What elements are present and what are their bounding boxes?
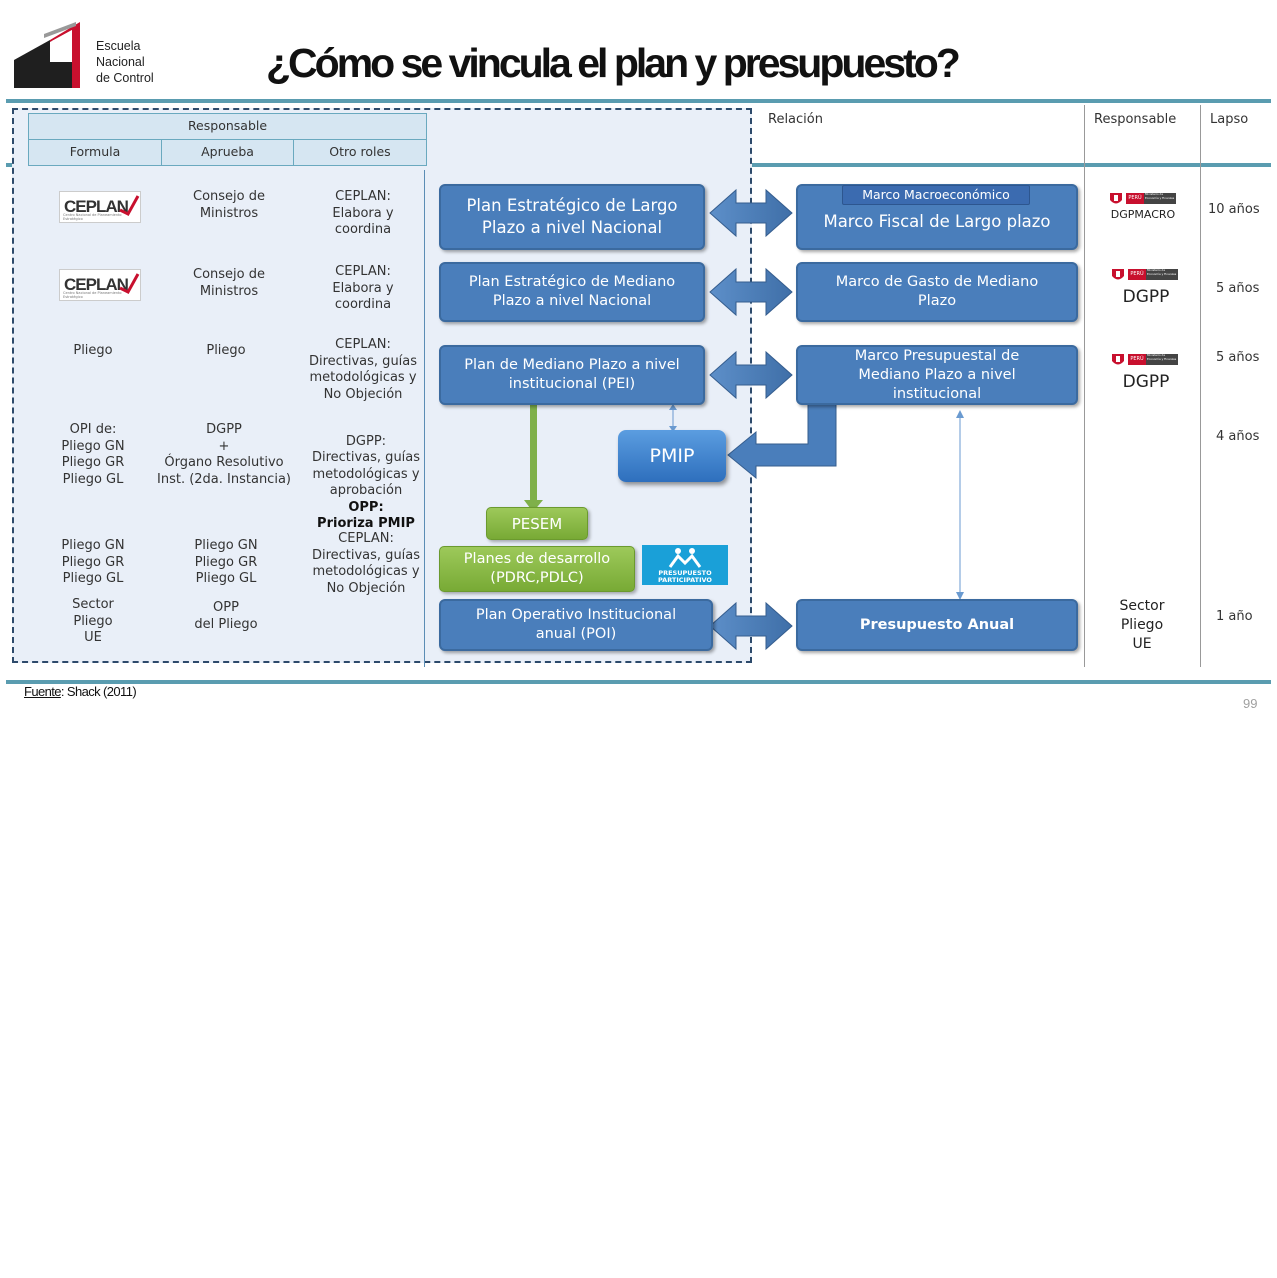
row3-aprueba: Pliego <box>206 343 246 358</box>
row2-aprueba: Consejo de Ministros <box>193 267 265 299</box>
presupuesto-participativo-logo: PRESUPUESTO PARTICIPATIVO <box>642 545 728 585</box>
row3-otros: CEPLAN: Directivas, guías metodológicas … <box>308 337 418 402</box>
row5-formula: Pliego GN Pliego GR Pliego GL <box>61 538 125 586</box>
poi-box: Plan Operativo Institucional anual (POI) <box>439 599 713 651</box>
plan-mediano-plazo-box: Plan Estratégico de Mediano Plazo a nive… <box>439 262 705 322</box>
responsable-dgpmacro: DGPMACRO <box>1110 208 1176 221</box>
mef-logo: PERÚ Ministerio de Economía y Finanzas <box>1110 352 1178 370</box>
lapso-value: 1 año <box>1216 609 1253 624</box>
peru-shield-icon <box>1112 354 1124 365</box>
column-separator <box>424 170 425 667</box>
green-arrow-shaft <box>530 384 537 502</box>
column-separator <box>1200 105 1201 667</box>
row5-aprueba: Pliego GN Pliego GR Pliego GL <box>194 538 258 586</box>
mef-logo: PERÚ Ministerio de Economía y Finanzas <box>1110 267 1178 285</box>
row5-otros: CEPLAN: Directivas, guías metodológicas … <box>311 531 421 596</box>
escuela-logo-icon <box>14 22 80 88</box>
pmip-box: PMIP <box>618 430 726 482</box>
row4-formula: OPI de: Pliego GN Pliego GR Pliego GL <box>61 422 125 487</box>
people-icon <box>668 548 702 568</box>
lapso-value: 5 años <box>1216 281 1260 296</box>
planes-desarrollo-box: Planes de desarrollo (PDRC,PDLC) <box>439 546 635 592</box>
row4-aprueba: DGPP + Órgano Resolutivo Inst. (2da. Ins… <box>157 422 291 487</box>
source-note: Fuente: Shack (2011) <box>24 684 137 699</box>
escuela-logo-text: Escuela Nacional de Control <box>96 39 154 85</box>
elbow-arrow-icon <box>727 403 837 480</box>
plan-largo-plazo-box: Plan Estratégico de Largo Plazo a nivel … <box>439 184 705 250</box>
row6-formula: Sector Pliego UE <box>72 597 114 645</box>
source-label: Fuente <box>24 684 61 699</box>
marco-gasto-box: Marco de Gasto de Mediano Plazo <box>796 262 1078 322</box>
column-separator <box>1084 105 1085 667</box>
bottom-divider <box>6 680 1271 684</box>
pesem-box: PESEM <box>486 507 588 540</box>
responsable-dgpp: DGPP <box>1122 287 1170 307</box>
header-responsable-right: Responsable <box>1094 112 1177 127</box>
header-formula: Formula <box>28 139 162 166</box>
lapso-value: 5 años <box>1216 350 1260 365</box>
connector-layer <box>524 188 964 651</box>
row3-formula: Pliego <box>73 343 113 358</box>
lapso-value: 10 años <box>1208 202 1260 217</box>
responsable-dgpp: DGPP <box>1122 372 1170 392</box>
lapso-value: 4 años <box>1216 429 1260 444</box>
header-otro-roles: Otro roles <box>293 139 427 166</box>
ceplan-logo: CEPLAN Centro Nacional de Planeamiento E… <box>59 269 141 301</box>
top-divider <box>6 99 1271 103</box>
plan-pei-box: Plan de Mediano Plazo a nivel institucio… <box>439 345 705 405</box>
responsable-sector: Sector Pliego UE <box>1119 598 1165 652</box>
header-lapso: Lapso <box>1210 112 1249 127</box>
green-arrow-head <box>524 500 543 512</box>
source-text: : Shack (2011) <box>60 684 137 699</box>
page-title: ¿Cómo se vincula el plan y presupuesto? <box>266 40 961 86</box>
marco-macroeconomico-label: Marco Macroeconómico <box>842 185 1030 205</box>
row6-aprueba: OPP del Pliego <box>194 600 258 632</box>
row1-otros: CEPLAN: Elabora y coordina <box>332 189 394 237</box>
ceplan-logo: CEPLAN Centro Nacional de Planeamiento E… <box>59 191 141 223</box>
page-number: 99 <box>1243 696 1258 711</box>
double-arrow-icon <box>709 188 793 651</box>
peru-shield-icon <box>1112 269 1124 280</box>
peru-shield-icon <box>1110 193 1122 204</box>
header-relacion: Relación <box>768 112 823 127</box>
presupuesto-anual-box: Presupuesto Anual <box>796 599 1078 651</box>
header-aprueba: Aprueba <box>161 139 294 166</box>
marco-presupuestal-box: Marco Presupuestal de Mediano Plazo a ni… <box>796 345 1078 405</box>
mef-logo: PERÚ Ministerio de Economía y Finanzas <box>1108 191 1176 209</box>
row4-otros: DGPP: Directivas, guías metodológicas y … <box>311 433 421 532</box>
row1-aprueba: Consejo de Ministros <box>193 189 265 221</box>
row2-otros: CEPLAN: Elabora y coordina <box>332 264 394 312</box>
